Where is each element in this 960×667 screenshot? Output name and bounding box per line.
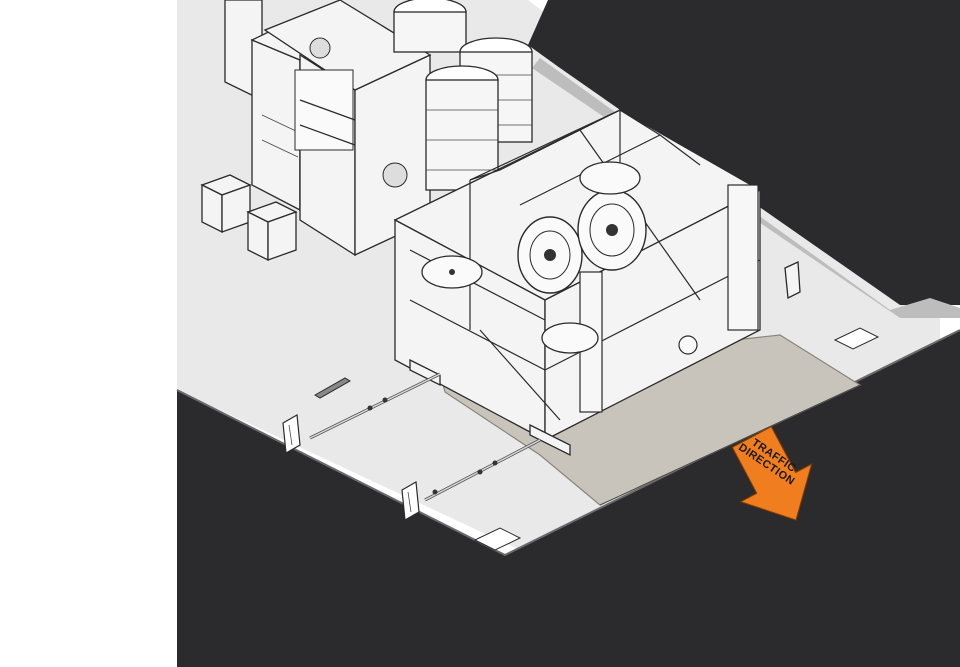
tank-frame — [263, 0, 432, 257]
jerry-can-1 — [200, 174, 252, 234]
arrow-shape — [731, 426, 813, 521]
wall-top-right — [528, 0, 960, 305]
wall-notch-left — [473, 527, 522, 551]
wall-notch-right — [833, 327, 880, 350]
hose-spool-front — [421, 161, 698, 355]
sign-post-right — [784, 261, 801, 300]
floor-sign-1 — [282, 414, 301, 454]
hose-reel-left — [517, 216, 583, 294]
drum-stack — [393, 0, 533, 191]
wall-front-left — [177, 390, 505, 667]
tie-down-rods — [309, 372, 541, 502]
wall-ledge-right — [532, 58, 960, 318]
jerry-can-2 — [246, 201, 298, 262]
floor-rail — [314, 377, 351, 399]
wall-front-right — [505, 330, 960, 667]
hose-reel-right — [577, 189, 647, 271]
floor-sign-2 — [401, 481, 420, 521]
